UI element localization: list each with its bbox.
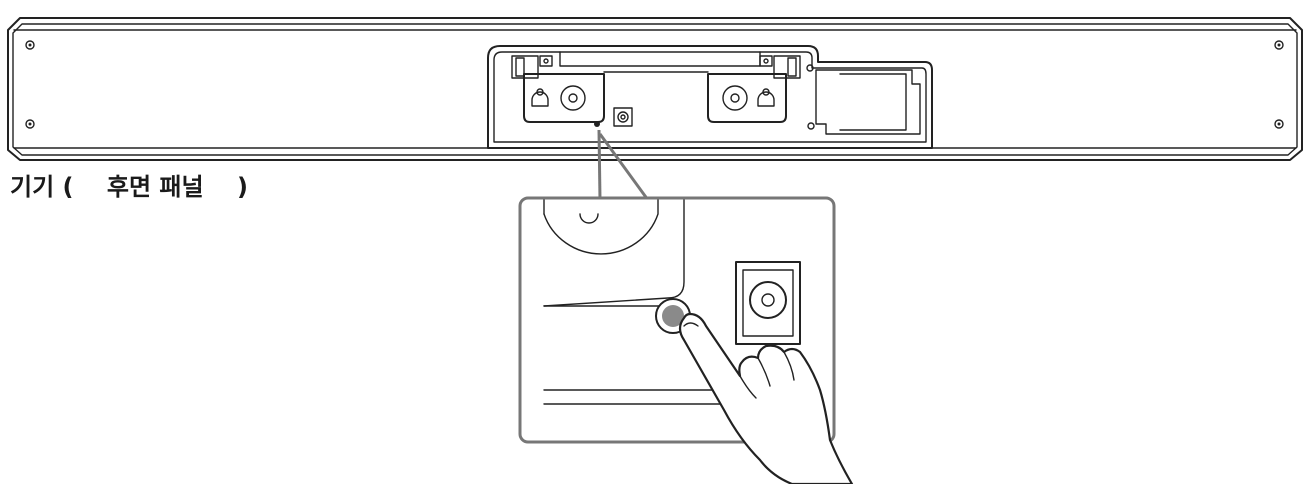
- screw-icon: [25, 40, 35, 50]
- zoom-connector: [735, 261, 801, 345]
- left-latch: [511, 55, 553, 79]
- rear-connector: [613, 107, 633, 127]
- screw-icon: [1274, 40, 1284, 50]
- caption-label: 후면 패널: [106, 173, 204, 201]
- left-mounting-bracket: [523, 73, 605, 123]
- finger-pointer-icon: [678, 312, 854, 484]
- device-body: [7, 17, 1303, 161]
- reset-pinhole: [594, 121, 600, 127]
- caption-suffix: ): [237, 173, 248, 201]
- right-mounting-bracket: [707, 73, 787, 123]
- zoom-bracket-detail: [543, 199, 721, 405]
- screw-icon: [25, 119, 35, 129]
- callout-leader: [597, 129, 650, 201]
- screw-icon: [1274, 119, 1284, 129]
- rear-panel-recess: [487, 45, 933, 149]
- device-caption: 기기 ( 후면 패널 ): [10, 172, 248, 202]
- caption-prefix: 기기 (: [10, 173, 74, 201]
